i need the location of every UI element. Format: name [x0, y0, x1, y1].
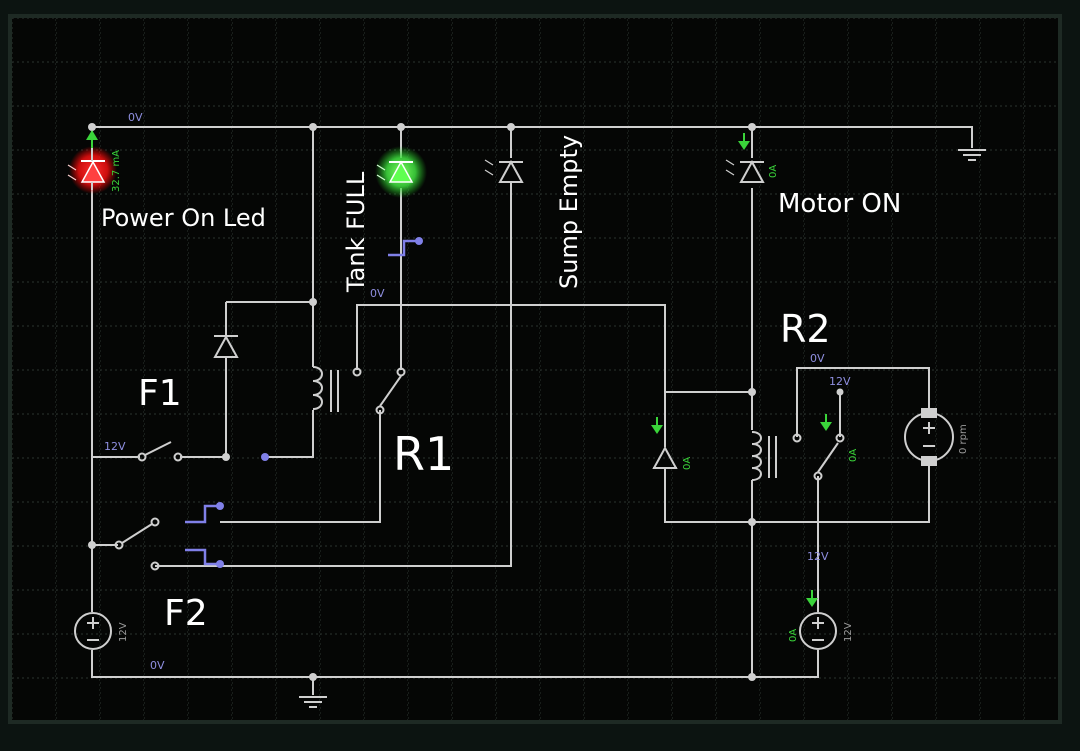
- bottom-rail-voltage: 0V: [150, 659, 165, 672]
- r2-voltage: 0V: [810, 352, 825, 365]
- r2-switch-voltage: 12V: [829, 375, 851, 388]
- r2-label: R2: [780, 307, 831, 351]
- relay-r2-coil[interactable]: [751, 431, 777, 481]
- f2-label: F2: [164, 593, 208, 634]
- f1-label: F1: [138, 373, 182, 414]
- relay-r2-contact[interactable]: [792, 388, 845, 481]
- top-rail-voltage: 0V: [128, 111, 143, 124]
- dc-supply-2[interactable]: [799, 612, 837, 650]
- current-arrow-icon: [86, 130, 98, 148]
- r2-contact-current-readout: 0A: [848, 449, 859, 462]
- tank-level-indicator[interactable]: [388, 237, 423, 257]
- wires: [91, 126, 973, 695]
- supply2-current-readout: 0A: [788, 629, 799, 642]
- flyback-diode-r1[interactable]: [213, 334, 239, 358]
- motor-led-current-readout: 0A: [768, 165, 779, 178]
- f2-upper-level-indicator[interactable]: [185, 502, 224, 524]
- f1-float-switch[interactable]: [137, 441, 183, 462]
- motor-on-label: Motor ON: [778, 189, 901, 219]
- current-arrow-icon: [820, 414, 832, 431]
- sump-empty-led[interactable]: [484, 159, 524, 183]
- current-arrow-icon: [651, 417, 663, 434]
- f2-lower-level-indicator[interactable]: [185, 548, 224, 568]
- supply1-voltage-readout: 12V: [118, 622, 129, 642]
- power-on-led-label: Power On Led: [101, 204, 266, 232]
- motor-rpm-readout: 0 rpm: [958, 424, 969, 454]
- ground-symbol-bottom[interactable]: [299, 696, 327, 708]
- relay-r1-coil[interactable]: [312, 366, 339, 412]
- tank-full-led[interactable]: [375, 146, 427, 198]
- current-arrow-icon: [738, 133, 750, 150]
- led1-current-readout: 32.7 mA: [111, 150, 122, 192]
- motor-on-led[interactable]: [725, 159, 765, 183]
- flyback-diode-r2[interactable]: [652, 445, 678, 469]
- f2-float-switch[interactable]: [114, 517, 160, 571]
- current-arrow-icon: [806, 590, 818, 607]
- f1-voltage: 12V: [104, 440, 126, 453]
- ground-symbol-top[interactable]: [958, 149, 986, 161]
- r1-coil-voltage: 0V: [370, 287, 385, 300]
- r1-label: R1: [393, 427, 454, 481]
- diode-r2-current-readout: 0A: [682, 457, 693, 470]
- relay-r1-contact[interactable]: [352, 367, 406, 415]
- power-on-led[interactable]: [67, 127, 117, 194]
- supply2-node-voltage: 12V: [807, 550, 829, 563]
- supply2-voltage-readout: 12V: [843, 622, 854, 642]
- dc-motor[interactable]: [904, 408, 954, 466]
- sump-empty-label: Sump Empty: [555, 135, 583, 289]
- tank-full-label: Tank FULL: [342, 171, 370, 293]
- dc-supply-1[interactable]: [74, 612, 112, 650]
- junctions: [88, 123, 756, 681]
